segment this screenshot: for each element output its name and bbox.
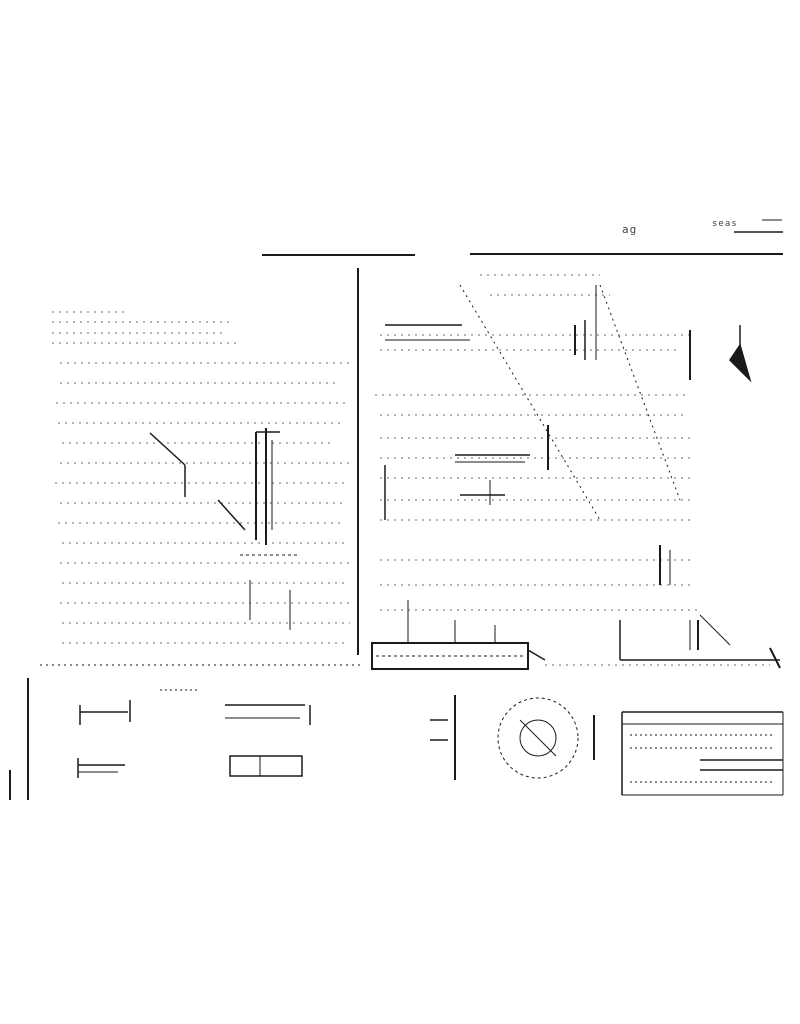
slope-line [459,284,601,521]
slope-line-2 [599,284,681,501]
north-arrow-icon [729,343,752,383]
header-right-text: seas [712,219,738,229]
header-left-text: ag [622,223,638,236]
diagonal-member [149,432,186,466]
left-panel [40,268,360,666]
title-block-rule [262,219,783,256]
bolt-circle-detail [497,697,579,779]
lower-diagonal [217,499,246,531]
bolt-circle-inner [519,719,557,757]
right-panel [384,284,752,585]
lower-right-details [430,695,595,780]
bolt-circle-cross [519,719,557,757]
section-profile [371,600,781,670]
section-end-mark [769,647,781,669]
section-diagonal [699,614,731,646]
detail-d-box [229,755,303,777]
cross-section-bar [371,642,529,670]
cross-section-taper [527,649,546,661]
lower-left-details [9,678,311,800]
revision-table [621,711,784,796]
faint-hatching [52,274,770,666]
